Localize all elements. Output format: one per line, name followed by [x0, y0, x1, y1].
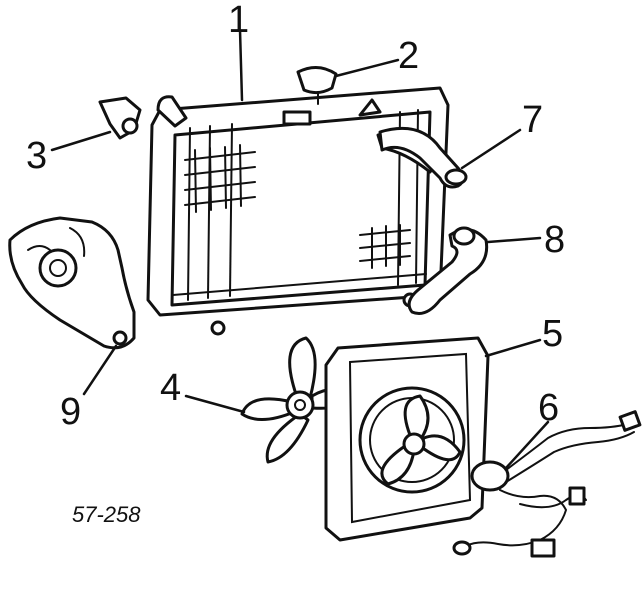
leader-4 [184, 394, 246, 414]
callout-1: 1 [228, 0, 249, 41]
fan-motor-harness [452, 410, 642, 558]
callout-7: 7 [522, 99, 543, 141]
callout-8: 8 [544, 219, 565, 261]
leader-8 [486, 236, 542, 244]
fan-shroud [324, 336, 490, 542]
callout-2: 2 [398, 35, 419, 77]
callout-3: 3 [26, 135, 47, 177]
callout-9: 9 [60, 391, 81, 433]
leader-2 [334, 58, 400, 78]
leader-9 [82, 344, 118, 396]
radiator-cap [296, 66, 338, 105]
figure-reference: 57-258 [72, 502, 141, 527]
reservoir-tank [8, 216, 136, 350]
callout-6: 6 [538, 387, 559, 429]
callout-5: 5 [542, 313, 563, 355]
leader-7 [460, 128, 522, 170]
lower-radiator-hose [407, 226, 489, 315]
leader-3 [50, 130, 112, 152]
radiator [146, 86, 450, 336]
leader-5 [484, 338, 542, 358]
cooling-fan [240, 336, 354, 464]
callout-4: 4 [160, 367, 181, 409]
upper-radiator-hose [378, 126, 468, 189]
leader-6 [504, 420, 550, 470]
hose-clamp [98, 96, 142, 140]
callout-numbers: 1 2 3 4 5 6 7 8 9 [26, 0, 565, 433]
leader-1 [238, 28, 244, 102]
leader-lines [50, 28, 550, 470]
